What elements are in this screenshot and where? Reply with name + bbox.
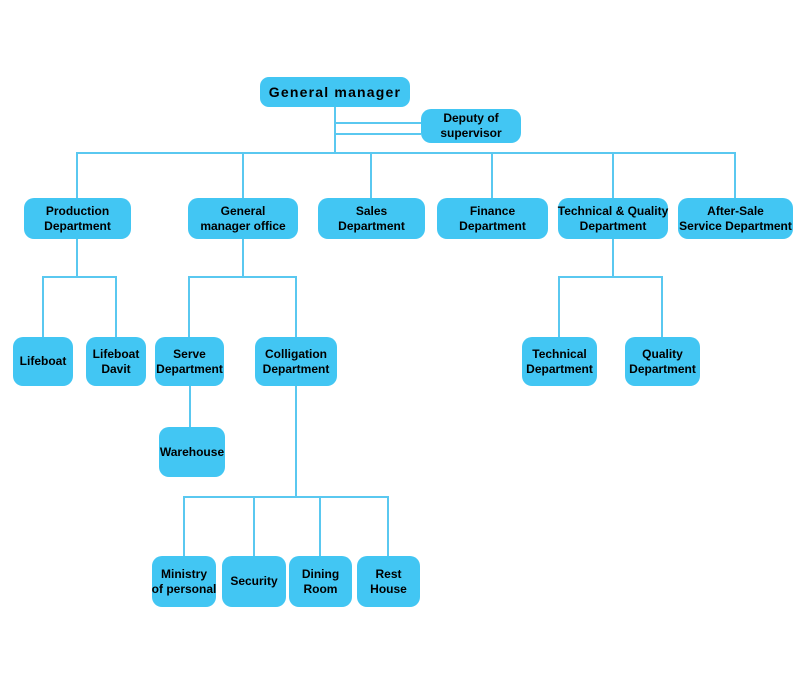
node-dining-room: Dining Room (289, 556, 352, 607)
connector-line (183, 498, 185, 556)
connector-line (661, 278, 663, 337)
node-serve-department: Serve Department (155, 337, 224, 386)
node-lifeboat-davit: Lifeboat Davit (86, 337, 146, 386)
connector-line (42, 276, 117, 278)
connector-line (242, 154, 244, 198)
node-production-department: Production Department (24, 198, 131, 239)
connector-line (387, 498, 389, 556)
connector-line (253, 498, 255, 556)
connector-line (183, 496, 389, 498)
node-warehouse: Warehouse (159, 427, 225, 477)
connector-line (335, 133, 421, 135)
connector-line (115, 278, 117, 337)
connector-line (295, 386, 297, 496)
node-security: Security (222, 556, 286, 607)
connector-line (188, 276, 297, 278)
connector-line (558, 276, 663, 278)
connector-line (319, 498, 321, 556)
node-sales-department: Sales Department (318, 198, 425, 239)
connector-line (370, 154, 372, 198)
connector-line (42, 278, 44, 337)
connector-line (189, 386, 191, 427)
connector-line (242, 239, 244, 276)
node-after-sale-service-department: After-Sale Service Department (678, 198, 793, 239)
node-general-manager: General manager (260, 77, 410, 107)
node-lifeboat: Lifeboat (13, 337, 73, 386)
connector-line (335, 122, 421, 124)
connector-line (612, 154, 614, 198)
node-technical-quality-department: Technical & Quality Department (558, 198, 668, 239)
connector-line (76, 239, 78, 276)
connector-line (558, 278, 560, 337)
connector-line (76, 152, 736, 154)
connector-line (295, 278, 297, 337)
node-deputy-of-supervisor: Deputy of supervisor (421, 109, 521, 143)
node-general-manager-office: General manager office (188, 198, 298, 239)
node-finance-department: Finance Department (437, 198, 548, 239)
connector-line (612, 239, 614, 276)
connector-line (734, 154, 736, 198)
node-quality-department: Quality Department (625, 337, 700, 386)
connector-line (76, 154, 78, 198)
node-colligation-department: Colligation Department (255, 337, 337, 386)
connector-line (188, 278, 190, 337)
node-technical-department: Technical Department (522, 337, 597, 386)
node-ministry-of-personal: Ministry of personal (152, 556, 216, 607)
node-rest-house: Rest House (357, 556, 420, 607)
connector-line (334, 107, 336, 154)
connector-line (491, 154, 493, 198)
